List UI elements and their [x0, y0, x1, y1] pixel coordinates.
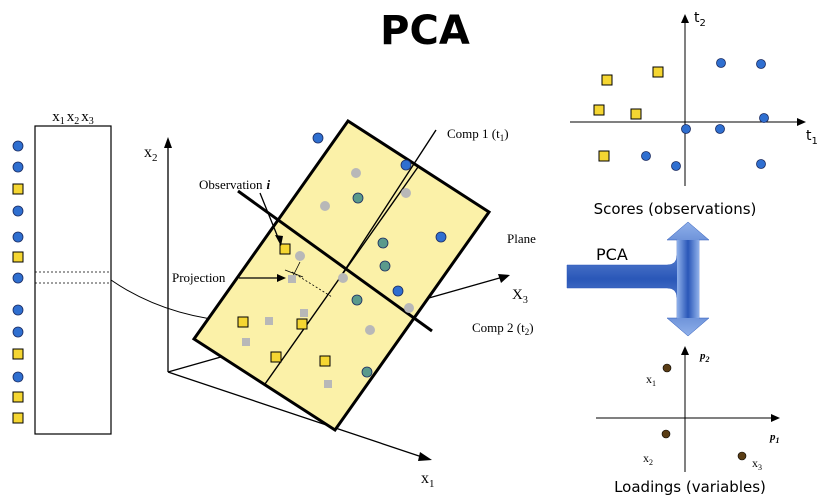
- score-circle: [671, 161, 681, 171]
- projected-gray-circle: [338, 273, 348, 283]
- pca-arrow-vertical: [677, 240, 699, 318]
- scores-plot: t2 t1 Scores (observations): [570, 10, 817, 218]
- comp2-line: [237, 189, 433, 333]
- matrix-square-marker: [12, 348, 24, 360]
- loading-label-x1: x1: [646, 372, 656, 388]
- point-teal-circle: [352, 192, 364, 204]
- observation-pointer: [259, 192, 280, 241]
- point-blue-circle: [392, 285, 404, 297]
- plane-label: Plane: [507, 231, 536, 246]
- score-square: [598, 150, 610, 162]
- point-teal-circle: [377, 237, 389, 249]
- matrix-circle-marker: [12, 231, 24, 243]
- x2-axis-arrowhead: [164, 137, 172, 148]
- loadings-plot: p2 p1 x1 x2 x3 Loadings (variables): [596, 346, 780, 496]
- point-blue-circle: [435, 231, 447, 243]
- pca-arrow: PCA: [566, 221, 710, 337]
- point-yellow-square: [237, 316, 249, 328]
- x3-axis-arrowhead: [498, 274, 510, 283]
- t2-axis-label: t2: [694, 10, 706, 29]
- comp1-label: Comp 1 (t1): [447, 126, 509, 143]
- loading-point-x1: [662, 363, 672, 373]
- projected-gray-square: [300, 309, 308, 317]
- matrix-square-marker: [12, 251, 24, 263]
- score-circle: [716, 58, 726, 68]
- score-circle: [759, 113, 769, 123]
- score-circle: [641, 151, 651, 161]
- matrix-square-marker: [12, 412, 24, 424]
- score-square: [593, 104, 605, 116]
- matrix-circle-marker: [12, 371, 24, 383]
- pca-arrow-label: PCA: [596, 245, 628, 264]
- projected-gray-circle: [401, 188, 411, 198]
- loading-point-x2: [661, 429, 671, 439]
- projected-gray-circle: [404, 303, 414, 313]
- projected-gray-circle: [351, 168, 361, 178]
- projected-gray-circle: [295, 251, 305, 261]
- point-yellow-square: [296, 318, 308, 330]
- matrix-row-markers: [12, 140, 24, 424]
- score-square: [652, 66, 664, 78]
- t1-axis-arrowhead: [797, 118, 806, 126]
- loading-label-x3: x3: [752, 456, 762, 472]
- point-teal-circle: [361, 366, 373, 378]
- t2-axis-arrowhead: [681, 14, 689, 23]
- matrix-circle-marker: [12, 161, 24, 173]
- score-square: [630, 108, 642, 120]
- p1-axis-arrowhead: [771, 414, 780, 422]
- plot3d-points: [237, 132, 447, 388]
- matrix-circle-marker: [12, 205, 24, 217]
- point-yellow-square: [279, 243, 291, 255]
- x1-axis-label: x1: [421, 470, 435, 490]
- score-circle: [715, 124, 725, 134]
- matrix-square-marker: [12, 391, 24, 403]
- projected-gray-square: [265, 317, 273, 325]
- p1-axis-label: p1: [769, 431, 780, 445]
- matrix-circle-marker: [12, 272, 24, 284]
- point-yellow-square: [319, 355, 331, 367]
- point-blue-circle: [400, 159, 412, 171]
- projected-gray-circle: [320, 201, 330, 211]
- loadings-caption: Loadings (variables): [614, 478, 766, 496]
- matrix-circle-marker: [12, 326, 24, 338]
- projected-gray-square: [324, 380, 332, 388]
- matrix-box: [34, 125, 112, 435]
- score-circle: [681, 124, 691, 134]
- projected-gray-circle: [365, 325, 375, 335]
- p2-axis-label: p2: [699, 350, 710, 364]
- comp1-axis: [340, 129, 437, 277]
- loading-label-x2: x2: [643, 451, 653, 467]
- projected-gray-square: [288, 275, 296, 283]
- matrix-square-marker: [12, 183, 24, 195]
- p2-axis-arrowhead: [681, 346, 689, 355]
- comp2-label: Comp 2 (t2): [472, 320, 534, 337]
- projection-label: Projection: [172, 270, 226, 285]
- scores-caption: Scores (observations): [594, 200, 757, 218]
- score-square: [601, 74, 613, 86]
- loading-point-x3: [737, 451, 747, 461]
- matrix-circle-marker: [12, 304, 24, 316]
- x1-axis-arrowhead: [418, 452, 432, 461]
- x2-axis-label: x2: [144, 144, 158, 164]
- observation-pointer-arrowhead: [275, 235, 283, 246]
- point-teal-circle: [379, 260, 391, 272]
- score-circle: [756, 159, 766, 169]
- point-yellow-square: [270, 351, 282, 363]
- scores-points: [593, 58, 769, 171]
- score-circle: [756, 59, 766, 69]
- matrix-circle-marker: [12, 140, 24, 152]
- t1-axis-label: t1: [806, 128, 817, 147]
- diagram-title: PCA: [380, 8, 470, 54]
- point-blue-circle: [312, 132, 324, 144]
- x1-axis: [167, 371, 426, 459]
- point-teal-circle: [351, 294, 363, 306]
- projection-pointer-arrowhead: [277, 274, 286, 282]
- x3-axis-label: X3: [512, 287, 528, 306]
- projected-gray-square: [242, 338, 250, 346]
